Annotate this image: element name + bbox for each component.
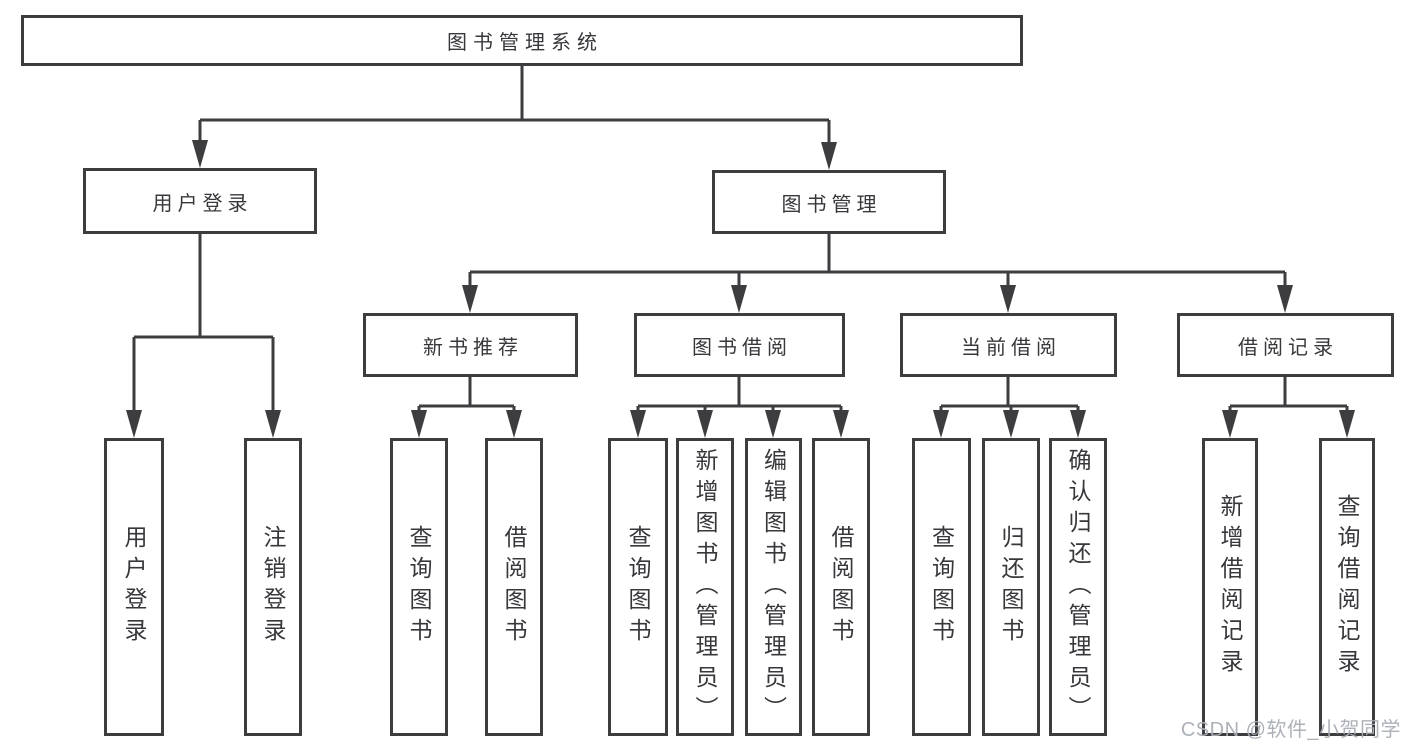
leaf-nb-borrow-books-label: 借阅图书 — [501, 525, 527, 649]
node-root-label: 图书管理系统 — [447, 32, 603, 54]
arrow-icon — [833, 410, 849, 438]
node-borrow-records: 借阅记录 — [1177, 313, 1394, 377]
node-current-borrow-label: 当前借阅 — [961, 336, 1061, 359]
node-user-login: 用户登录 — [83, 168, 317, 234]
leaf-cb-return-books-label: 归还图书 — [998, 525, 1024, 649]
leaf-cb-query-books: 查询图书 — [912, 438, 971, 736]
node-current-borrow: 当前借阅 — [900, 313, 1117, 377]
arrow-icon — [697, 410, 713, 438]
node-new-book-recommend: 新书推荐 — [363, 313, 578, 377]
leaf-bb-borrow-books-label: 借阅图书 — [828, 525, 854, 649]
arrow-icon — [1000, 285, 1016, 313]
arrow-icon — [192, 140, 208, 168]
arrow-icon — [1339, 410, 1355, 438]
leaf-bb-add-books-label: 新增图书（管理员） — [692, 447, 718, 727]
node-book-borrow-label: 图书借阅 — [692, 336, 792, 359]
leaf-rec-add-label: 新增借阅记录 — [1217, 494, 1243, 680]
leaf-bb-edit-books: 编辑图书（管理员） — [745, 438, 802, 736]
arrow-icon — [765, 410, 781, 438]
arrow-icon — [630, 410, 646, 438]
arrowheads — [126, 140, 1355, 438]
leaf-user-login-label: 用户登录 — [121, 525, 147, 649]
arrow-icon — [1003, 410, 1019, 438]
leaf-bb-borrow-books: 借阅图书 — [812, 438, 870, 736]
leaf-nb-query-books-label: 查询图书 — [406, 525, 432, 649]
leaf-nb-query-books: 查询图书 — [390, 438, 448, 736]
leaf-cb-return-books: 归还图书 — [982, 438, 1040, 736]
leaf-rec-query-label: 查询借阅记录 — [1334, 494, 1360, 680]
node-user-login-label: 用户登录 — [152, 192, 253, 215]
leaf-logout: 注销登录 — [244, 438, 302, 736]
csdn-watermark: CSDN @软件_小贺同学 — [1180, 719, 1401, 741]
leaf-nb-borrow-books: 借阅图书 — [485, 438, 543, 736]
arrow-icon — [126, 410, 142, 438]
node-root: 图书管理系统 — [21, 15, 1023, 66]
leaf-logout-label: 注销登录 — [260, 525, 286, 649]
arrow-icon — [731, 285, 747, 313]
leaf-cb-query-books-label: 查询图书 — [928, 525, 955, 649]
node-book-borrow: 图书借阅 — [634, 313, 845, 377]
leaf-cb-confirm-return: 确认归还（管理员） — [1049, 438, 1107, 736]
arrow-icon — [821, 142, 837, 170]
leaf-user-login: 用户登录 — [104, 438, 164, 736]
leaf-rec-add: 新增借阅记录 — [1202, 438, 1258, 736]
arrow-icon — [933, 410, 949, 438]
leaf-bb-add-books: 新增图书（管理员） — [676, 438, 734, 736]
arrow-icon — [1222, 410, 1238, 438]
arrow-icon — [265, 410, 281, 438]
arrow-icon — [462, 285, 478, 313]
node-new-book-recommend-label: 新书推荐 — [423, 336, 523, 359]
node-book-management-label: 图书管理 — [781, 193, 882, 216]
arrow-icon — [1070, 410, 1086, 438]
leaf-bb-query-books-label: 查询图书 — [625, 525, 651, 649]
leaf-cb-confirm-return-label: 确认归还（管理员） — [1065, 447, 1091, 727]
arrow-icon — [506, 410, 522, 438]
arrow-icon — [1277, 285, 1293, 313]
node-borrow-records-label: 借阅记录 — [1238, 336, 1338, 359]
leaf-bb-query-books: 查询图书 — [608, 438, 668, 736]
leaf-rec-query: 查询借阅记录 — [1319, 438, 1375, 736]
leaf-bb-edit-books-label: 编辑图书（管理员） — [760, 447, 787, 727]
node-book-management: 图书管理 — [712, 170, 946, 234]
arrow-icon — [411, 410, 427, 438]
